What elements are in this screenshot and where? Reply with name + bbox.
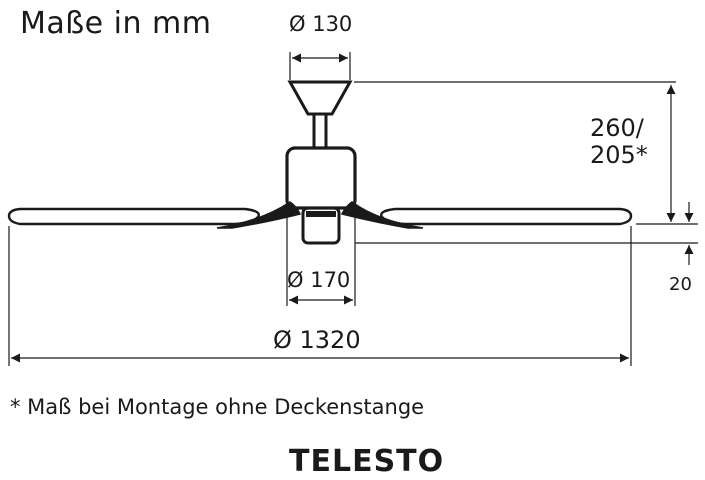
left-blade-arm [216,201,302,229]
diagram-title: Maße in mm [20,6,212,41]
blade-clearance-label: 20 [669,274,692,295]
bottom-cap [301,206,341,245]
canopy [287,80,353,116]
downrod [312,112,328,150]
motor-housing [285,146,357,210]
footnote: * Maß bei Montage ohne Deckenstange [10,395,425,419]
model-name: TELESTO [289,444,445,479]
blade-span-label: Ø 1320 [273,326,361,354]
right-blade [380,207,633,226]
height-label: 260/ 205* [590,115,648,169]
motor-diameter-label: Ø 170 [287,268,351,292]
height-label-line1: 260/ [590,114,644,142]
right-blade-arm [340,201,424,229]
canopy-diameter-label: Ø 130 [289,12,353,36]
height-label-line2: 205* [590,141,648,169]
left-blade [7,207,260,226]
